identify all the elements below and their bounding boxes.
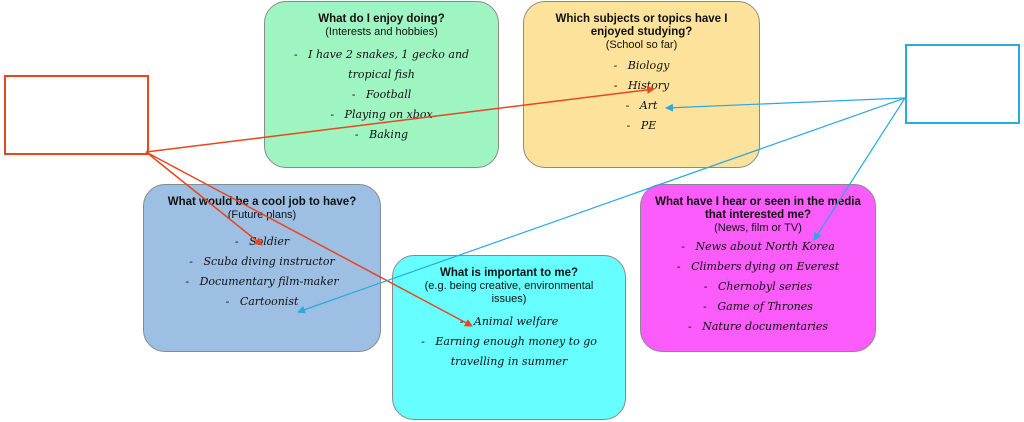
box-title: What would be a cool job to have? — [167, 196, 357, 208]
box-list: Soldier Scuba diving instructor Document… — [144, 232, 380, 312]
box-title: What have I hear or seen in the media th… — [655, 196, 861, 221]
list-item: Scuba diving instructor — [156, 252, 368, 272]
list-item: Nature documentaries — [653, 317, 863, 337]
list-item: Biology — [536, 56, 747, 76]
box-list: News about North Korea Climbers dying on… — [641, 237, 875, 337]
list-item: News about North Korea — [653, 237, 863, 257]
list-item: Chernobyl series — [653, 277, 863, 297]
list-item: Documentary film-maker — [156, 272, 368, 292]
box-subtitle: (School so far) — [605, 39, 678, 51]
list-item: I have 2 snakes, 1 gecko and tropical fi… — [285, 45, 478, 85]
box-subtitle: (Future plans) — [227, 209, 297, 221]
list-item: Climbers dying on Everest — [653, 257, 863, 277]
list-item: Cartoonist — [156, 292, 368, 312]
box-title: Which subjects or topics have I enjoyed … — [555, 13, 728, 38]
box-media-interests: What have I hear or seen in the media th… — [640, 184, 876, 352]
list-item: PE — [536, 116, 747, 136]
box-subtitle: (Interests and hobbies) — [325, 26, 438, 38]
list-item: Animal welfare — [421, 312, 597, 332]
list-item: History — [536, 76, 747, 96]
box-school-subjects: Which subjects or topics have I enjoyed … — [523, 1, 760, 168]
box-subtitle: (e.g. being creative, environmental issu… — [424, 280, 594, 305]
box-title: What do I enjoy doing? — [318, 13, 445, 25]
box-list: I have 2 snakes, 1 gecko and tropical fi… — [265, 45, 498, 145]
list-item: Earning enough money to go travelling in… — [421, 332, 597, 372]
list-item: Soldier — [156, 232, 368, 252]
box-title: What is important to me? — [440, 267, 578, 279]
box-future-plans: What would be a cool job to have? (Futur… — [143, 184, 381, 352]
box-list: Animal welfare Earning enough money to g… — [393, 312, 625, 372]
list-item: Baking — [285, 125, 478, 145]
box-what-is-important: What is important to me? (e.g. being cre… — [392, 255, 626, 420]
list-item: Art — [536, 96, 747, 116]
left-empty-box — [4, 75, 149, 155]
right-empty-box — [905, 44, 1020, 124]
box-subtitle: (News, film or TV) — [714, 222, 802, 234]
box-interests-hobbies: What do I enjoy doing? (Interests and ho… — [264, 1, 499, 168]
list-item: Game of Thrones — [653, 297, 863, 317]
list-item: Playing on xbox — [285, 105, 478, 125]
box-list: Biology History Art PE — [524, 56, 759, 136]
list-item: Football — [285, 85, 478, 105]
